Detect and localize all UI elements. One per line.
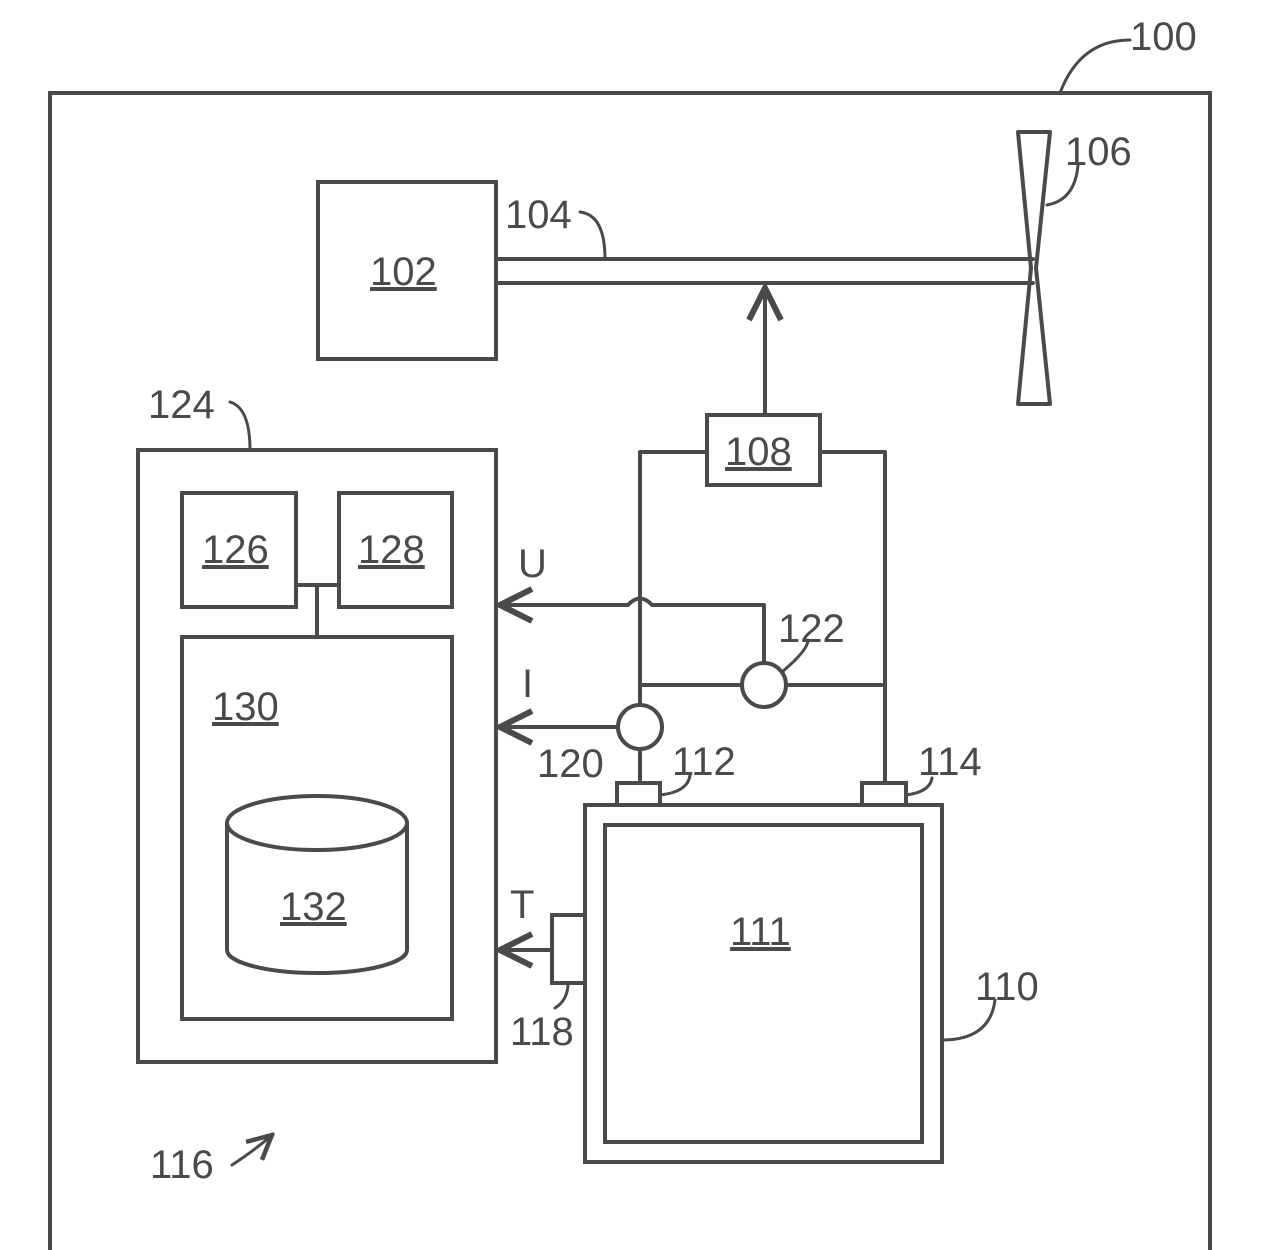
battery-cell-box	[605, 825, 922, 1142]
signal-current-label: I	[522, 662, 533, 706]
signal-voltage-label: U	[518, 542, 547, 586]
label-current-sensor: 120	[537, 742, 604, 786]
system-leader	[1060, 40, 1130, 93]
label-terminal-negative: 114	[918, 740, 982, 784]
temp-sensor-box	[552, 915, 585, 983]
label-terminal-positive: 112	[672, 740, 736, 784]
terminal-negative	[862, 783, 906, 805]
label-temp-sensor: 118	[510, 1010, 574, 1054]
terminal-positive	[617, 783, 660, 805]
label-block-128: 128	[358, 528, 425, 572]
label-shaft: 104	[505, 193, 572, 237]
signal-temperature-label: T	[510, 883, 534, 927]
label-block-126: 126	[202, 528, 269, 572]
label-database: 132	[280, 885, 347, 929]
label-system: 100	[1130, 15, 1197, 59]
label-battery-pack: 110	[975, 965, 1039, 1009]
label-engine: 102	[370, 250, 437, 294]
label-memory: 130	[212, 685, 279, 729]
label-motor: 108	[725, 430, 792, 474]
label-propeller: 106	[1065, 130, 1132, 174]
label-voltage-sensor: 122	[778, 607, 845, 651]
label-battery-cell: 111	[730, 910, 791, 954]
label-vehicle: 116	[150, 1143, 214, 1187]
label-controller: 124	[148, 383, 215, 427]
current-sensor-icon	[618, 705, 662, 749]
database-top	[227, 796, 407, 850]
voltage-sensor-icon	[742, 663, 786, 707]
